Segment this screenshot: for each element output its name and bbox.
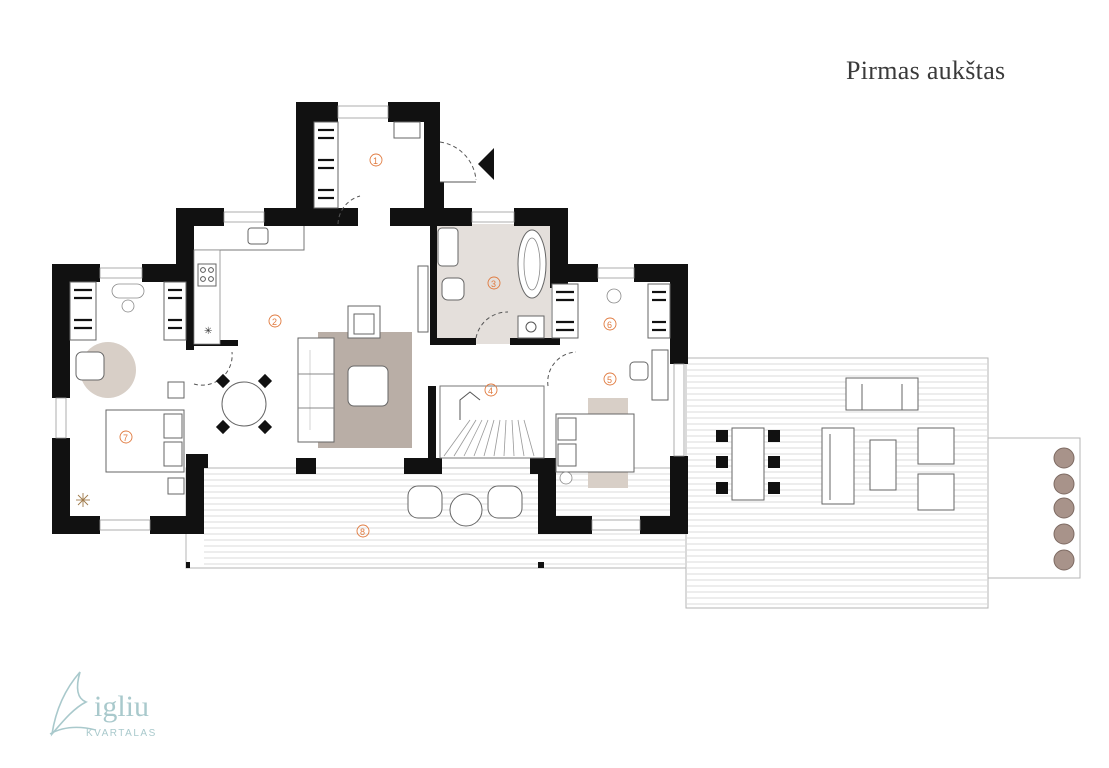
stair-tread — [453, 419, 477, 457]
stair-tread — [523, 419, 535, 457]
entry-wardrobe — [313, 121, 421, 209]
entrance-arrow-icon — [478, 148, 494, 180]
svg-text:1: 1 — [373, 156, 378, 166]
terrace-seating — [407, 485, 523, 527]
staircase — [439, 385, 545, 459]
room-number-marker: 1 — [369, 153, 383, 167]
stair-tread — [443, 419, 471, 457]
stair-tread — [463, 419, 483, 457]
svg-text:5: 5 — [607, 375, 612, 385]
room-number-marker: 6 — [603, 317, 617, 331]
stair-tread — [483, 419, 495, 457]
plant-icon — [76, 493, 90, 507]
windows — [55, 105, 685, 531]
room-number-marker: 5 — [603, 372, 617, 386]
room-number-marker: 8 — [356, 524, 370, 538]
stair-tread — [493, 419, 501, 457]
dining-table — [215, 373, 273, 435]
bedroom-7 — [69, 281, 187, 507]
logo-sail-icon — [49, 671, 97, 737]
room-labels: 1 2 3 4 5 6 7 8 — [119, 153, 617, 538]
svg-text:2: 2 — [272, 317, 277, 327]
svg-text:7: 7 — [123, 433, 128, 443]
logo-wordmark: igliu — [94, 690, 150, 723]
walls — [52, 102, 688, 534]
bathroom-3 — [437, 227, 547, 339]
svg-text:4: 4 — [488, 386, 493, 396]
stair-tread — [517, 419, 525, 457]
room-number-marker: 2 — [268, 314, 282, 328]
living-area — [297, 265, 429, 448]
stair-tread — [473, 419, 489, 457]
bedroom-5 — [555, 349, 669, 488]
logo-subtitle: KVARTALAS — [86, 728, 157, 739]
room-number-marker: 7 — [119, 430, 133, 444]
doors — [193, 141, 577, 387]
stair-tread — [511, 419, 515, 457]
room-number-marker: 3 — [487, 276, 501, 290]
room-number-marker: 4 — [484, 383, 498, 397]
closet-6 — [551, 283, 671, 339]
planters — [1053, 447, 1075, 571]
floor-title: Pirmas aukštas — [846, 56, 1006, 85]
svg-text:✳: ✳ — [204, 326, 212, 337]
svg-text:8: 8 — [360, 527, 365, 537]
kitchen: ✳ — [193, 226, 305, 345]
stair-tread — [503, 419, 507, 457]
svg-text:3: 3 — [491, 279, 496, 289]
terrace-furniture — [716, 377, 955, 511]
svg-text:6: 6 — [607, 320, 612, 330]
